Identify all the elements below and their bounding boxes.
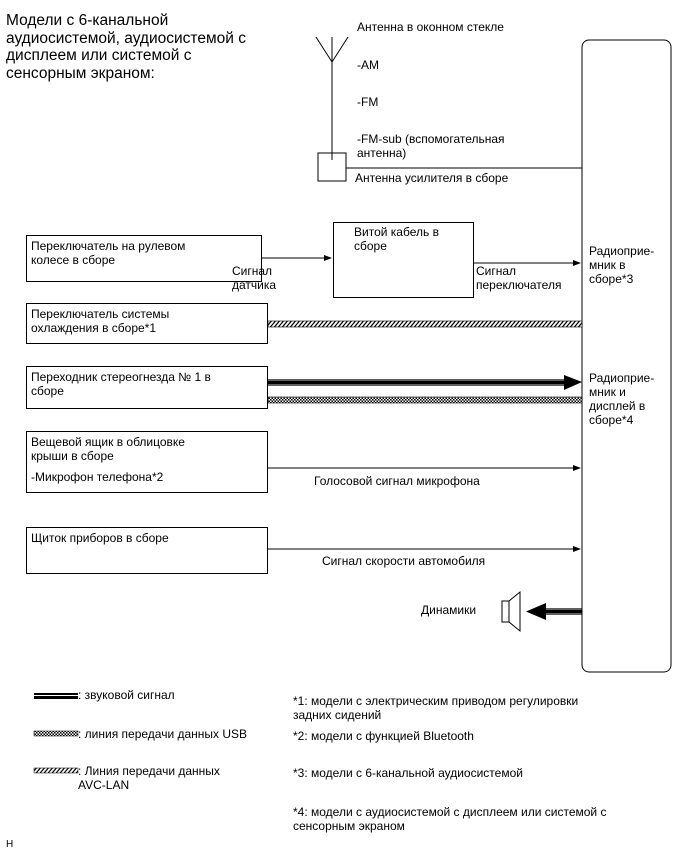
seat-switch-box: Переключатель системы охлаждения в сборе… <box>26 303 268 344</box>
switch-signal-label: Сигнал переключателя <box>476 264 562 292</box>
diagram-title: Модели с 6-канальной аудиосистемой, ауди… <box>6 12 246 82</box>
speed-signal-label: Сигнал скорости автомобиля <box>322 554 486 568</box>
speaker-icon <box>501 590 521 633</box>
legend-usb-sample <box>33 730 79 737</box>
audio-signal-line <box>268 375 582 390</box>
spiral-cable-box: Витой кабель в сборе <box>333 222 474 298</box>
combination-meter-label: Щиток приборов в сборе <box>31 531 169 545</box>
legend-audio-sample <box>34 693 78 699</box>
steering-switch-box: Переключатель на рулевом колесе в сборе <box>26 235 262 282</box>
speakers-label: Динамики <box>421 603 477 617</box>
antenna-fm-sub-label: -FM-sub (вспомогательная антенна) <box>357 132 505 160</box>
antenna-glass-label: Антенна в оконном стекле <box>357 20 504 34</box>
radio-receiver-label: Радиоприе- мник в сборе*3 <box>589 244 655 286</box>
legend-avc-sample <box>33 767 79 774</box>
legend-usb-label: : линия передачи данных USB <box>78 727 248 741</box>
steering-switch-label: Переключатель на рулевом колесе в сборе <box>31 239 186 267</box>
spiral-cable-label: Витой кабель в сборе <box>354 225 439 253</box>
speaker-audio-line <box>526 603 582 620</box>
combination-meter-box: Щиток приборов в сборе <box>26 527 268 574</box>
footnote-2: *2: модели с функцией Bluetooth <box>293 729 474 743</box>
switch-signal-wire <box>474 260 581 266</box>
radio-unit-outline <box>581 39 672 673</box>
stereo-jack-label: Переходник стереогнезда № 1 в сборе <box>31 370 211 398</box>
sensor-signal-wire <box>262 255 332 261</box>
figure-code: H <box>6 839 14 850</box>
usb-line <box>267 396 583 404</box>
stereo-jack-box: Переходник стереогнезда № 1 в сборе <box>26 366 268 409</box>
roof-console-mic-label: -Микрофон телефона*2 <box>31 470 164 484</box>
mic-signal-label: Голосовой сигнал микрофона <box>314 474 480 488</box>
roof-console-label: Вещевой ящик в облицовке крыши в сборе <box>31 435 185 463</box>
antenna-symbol <box>315 36 582 182</box>
legend-avc-label: : Линия передачи данных AVC-LAN <box>78 764 220 792</box>
antenna-am-label: -AM <box>357 58 379 72</box>
antenna-fm-label: -FM <box>357 95 379 109</box>
footnote-1: *1: модели с электрическим приводом регу… <box>293 694 579 722</box>
antenna-amplifier-label: Антенна усилителя в сборе <box>355 171 509 185</box>
legend-audio-label: : звуковой сигнал <box>78 688 175 702</box>
roof-console-box: Вещевой ящик в облицовке крыши в сборе -… <box>26 431 268 493</box>
avc-lan-line <box>267 320 583 328</box>
footnote-3: *3: модели с 6-канальной аудиосистемой <box>293 766 523 780</box>
speed-signal-wire <box>268 546 581 552</box>
footnote-4: *4: модели с аудиосистемой с дисплеем ил… <box>293 805 607 833</box>
radio-display-label: Радиоприе- мник и дисплей в сборе*4 <box>589 371 655 427</box>
sensor-signal-label: Сигнал датчика <box>232 264 277 292</box>
mic-signal-wire <box>268 465 581 471</box>
seat-switch-label: Переключатель системы охлаждения в сборе… <box>31 307 170 335</box>
